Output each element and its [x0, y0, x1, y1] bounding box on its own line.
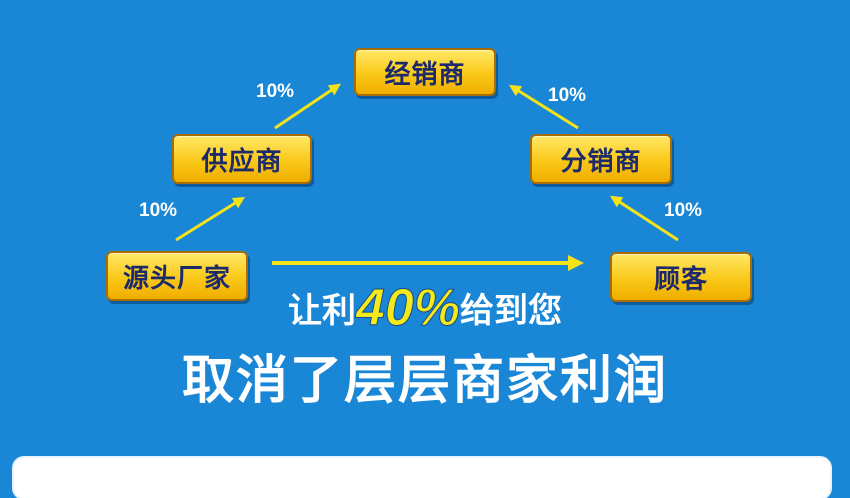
node-supplier: 供应商: [172, 134, 312, 184]
pct-customer-to-distributor: 10%: [664, 200, 703, 221]
arrow-supplier-to-dealer: [274, 83, 341, 130]
headline: 让利40%给到您: [0, 278, 850, 338]
headline-suffix: 给到您: [460, 291, 563, 331]
pct-supplier-to-dealer: 10%: [256, 81, 295, 102]
pct-distributor-to-dealer: 10%: [548, 85, 587, 106]
flow-arrows: [175, 83, 679, 271]
arrow-distributor-to-dealer: [508, 84, 579, 130]
headline-highlight: 40%: [355, 279, 461, 338]
pct-manufacturer-to-supplier: 10%: [139, 200, 178, 221]
distribution-diagram: 经销商 供应商 分销商 源头厂家 顾客 10% 10% 10% 10% 让利40…: [0, 48, 850, 498]
node-manufacturer: 源头厂家: [106, 251, 248, 301]
node-dealer: 经销商: [354, 48, 496, 96]
arrow-customer-to-distributor: [609, 195, 679, 242]
bottom-panel: [14, 458, 830, 498]
node-distributor: 分销商: [530, 134, 672, 184]
node-customer: 顾客: [610, 252, 752, 302]
arrow-manufacturer-to-supplier: [175, 196, 246, 242]
headline-prefix: 让利: [287, 291, 356, 331]
subline: 取消了层层商家利润: [181, 351, 668, 411]
